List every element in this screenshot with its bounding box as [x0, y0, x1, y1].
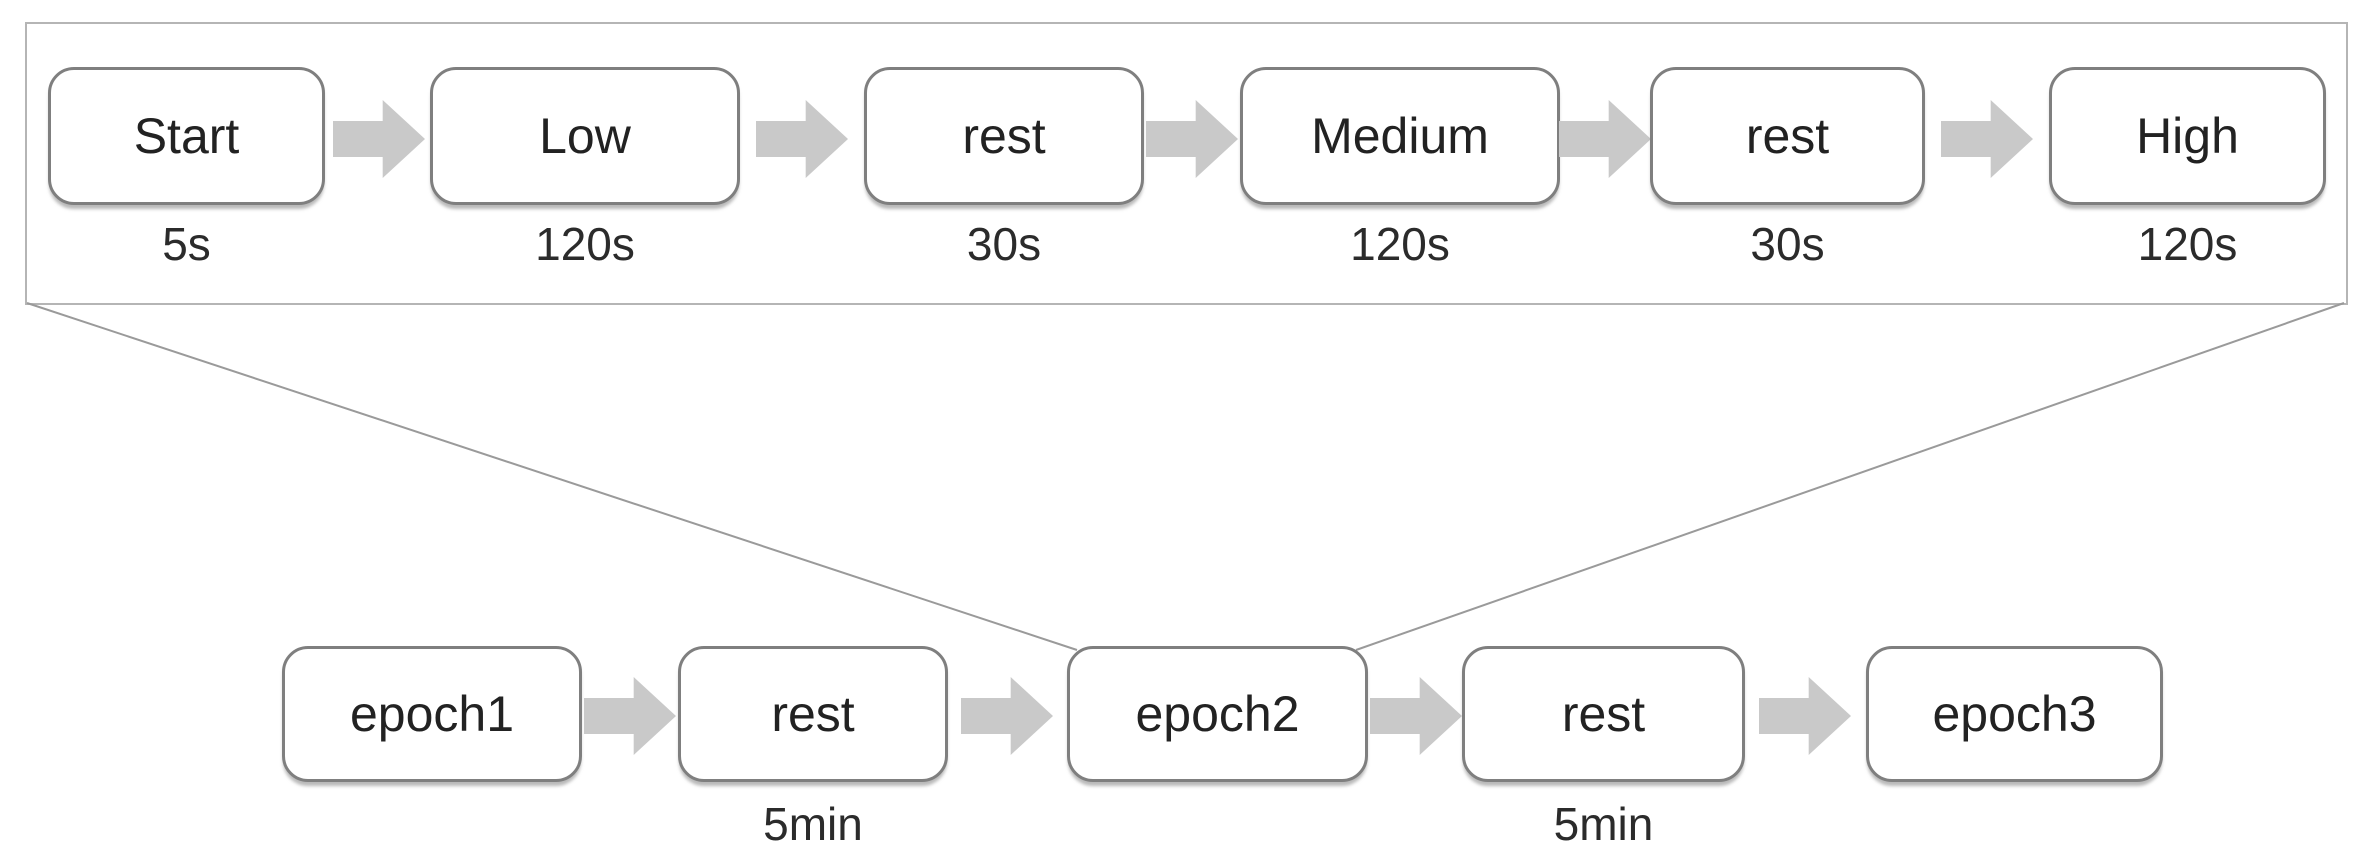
step-box-medium-label: Medium [1311, 108, 1489, 164]
right-connector-line [1355, 302, 2345, 651]
step-box-rest-1: rest [864, 67, 1144, 205]
duration-label-start: 5s [162, 218, 211, 270]
step-box-rest-1-label: rest [962, 108, 1046, 164]
epoch-box-2: epoch2 [1067, 646, 1368, 782]
rest-box-1-label: rest [771, 686, 855, 742]
left-connector-line [26, 302, 1078, 651]
epoch-box-3: epoch3 [1866, 646, 2163, 782]
step-box-rest-2-label: rest [1745, 108, 1830, 164]
step-box-low: Low [430, 67, 740, 205]
epoch-detail-frame [25, 22, 2348, 305]
rest-box-2-label: rest [1561, 686, 1646, 742]
epoch-box-1-label: epoch1 [349, 686, 515, 742]
duration-label-rest-1: 30s [966, 218, 1042, 270]
duration-label-high: 120s [2137, 218, 2238, 270]
duration-label-rest-2: 30s [1750, 218, 1825, 270]
step-box-low-label: Low [539, 108, 631, 164]
step-box-high: High [2049, 67, 2326, 205]
duration-label-session-rest-1: 5min [763, 798, 863, 850]
step-box-rest-2: rest [1650, 67, 1925, 205]
rest-box-2: rest [1462, 646, 1745, 782]
step-box-high-label: High [2136, 108, 2239, 164]
step-box-start-label: Start [133, 108, 240, 164]
epoch-box-3-label: epoch3 [1932, 686, 2097, 742]
step-box-start: Start [48, 67, 325, 205]
rest-box-1: rest [678, 646, 948, 782]
duration-label-session-rest-2: 5min [1553, 798, 1654, 850]
step-box-medium: Medium [1240, 67, 1560, 205]
duration-label-low: 120s [535, 218, 635, 270]
epoch-box-1: epoch1 [282, 646, 582, 782]
epoch-box-2-label: epoch2 [1135, 686, 1300, 742]
duration-label-medium: 120s [1350, 218, 1450, 270]
